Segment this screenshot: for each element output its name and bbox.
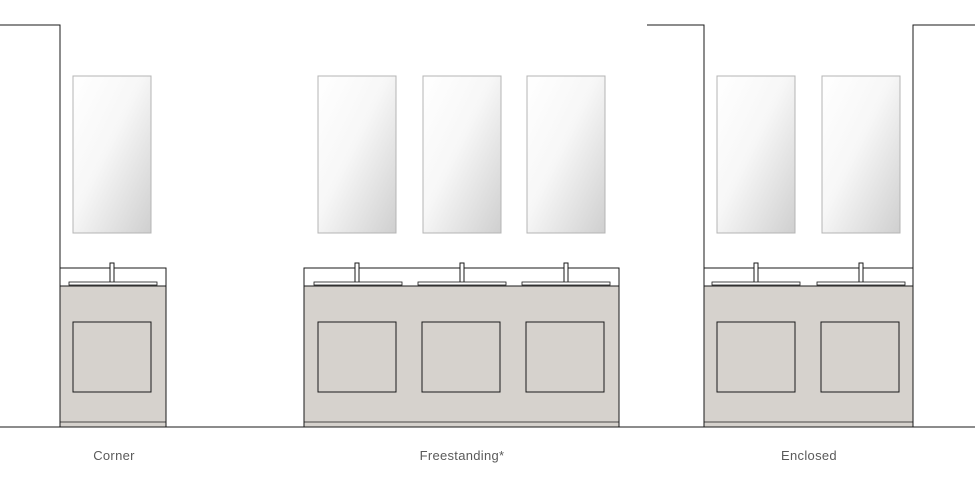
enclosed-right-wall — [912, 24, 975, 427]
corner-vanity-group — [0, 24, 167, 428]
caption-freestanding: Freestanding* — [419, 448, 505, 463]
mirror — [526, 75, 606, 234]
mirror — [821, 75, 901, 234]
cabinet-door-panel — [716, 321, 796, 393]
cabinet-door-panel — [317, 321, 397, 393]
faucet — [354, 262, 360, 284]
cabinet-door-panel — [525, 321, 605, 393]
cabinet-door-panel — [421, 321, 501, 393]
faucet — [459, 262, 465, 284]
mirror — [72, 75, 152, 234]
mirror — [317, 75, 397, 234]
cabinet — [303, 285, 620, 428]
caption-corner: Corner — [93, 448, 135, 463]
cabinet-door-panel — [72, 321, 152, 393]
cabinet — [59, 285, 167, 428]
freestanding-vanity-group — [303, 75, 620, 428]
faucet — [109, 262, 115, 284]
cabinet-door-panel — [820, 321, 900, 393]
mirror — [422, 75, 502, 234]
sink-basin — [417, 281, 507, 286]
cabinet — [703, 285, 914, 428]
enclosed-vanity-group — [647, 24, 975, 428]
sink-basin — [521, 281, 611, 286]
corner-left-wall — [0, 24, 61, 427]
faucet — [563, 262, 569, 284]
sink-basin — [711, 281, 801, 286]
faucet — [858, 262, 864, 284]
mirror — [716, 75, 796, 234]
enclosed-left-wall — [647, 24, 705, 427]
caption-enclosed: Enclosed — [781, 448, 837, 463]
sink-basin — [68, 281, 158, 286]
sink-basin — [313, 281, 403, 286]
sink-basin — [816, 281, 906, 286]
faucet — [753, 262, 759, 284]
